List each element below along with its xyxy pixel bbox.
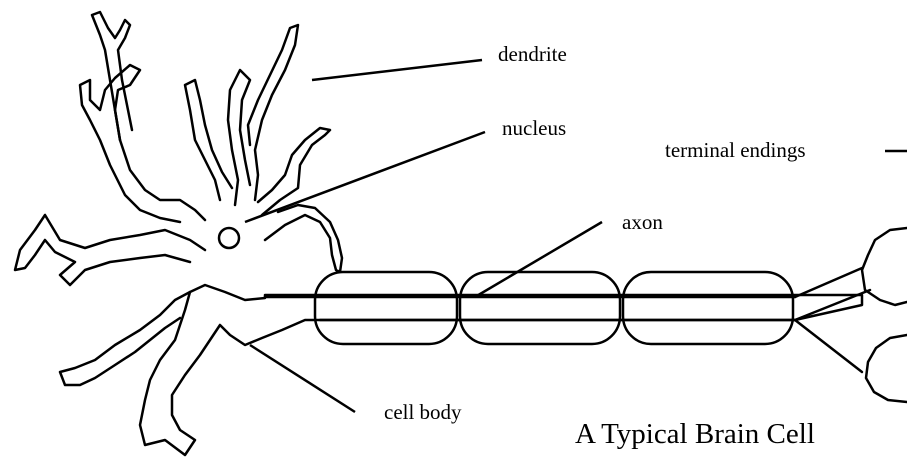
dendrite-far-right [265,205,342,272]
myelin-segment-1 [315,272,457,344]
dendrite-leader [312,60,482,80]
terminal-endings-label: terminal endings [665,138,806,163]
dendrite-top-left [92,12,132,140]
axon-leader [475,222,602,297]
cell-body-label: cell body [384,400,462,425]
terminal-branch [795,268,870,372]
dendrite-label: dendrite [498,42,567,67]
dendrite-left [15,215,205,285]
myelin-segment-3 [623,272,793,344]
myelin-segment-2 [460,272,620,344]
nucleus-leader [245,132,485,222]
diagram-caption: A Typical Brain Cell [575,418,815,451]
axon-label: axon [622,210,663,235]
terminal-ending-upper [862,228,907,305]
dendrite-right [258,128,330,215]
dendrite-top-middle [185,80,232,200]
dendrite-left-lower [60,292,190,385]
dendrite-top-right-2 [248,25,298,200]
nucleus-label: nucleus [502,116,566,141]
cell-body-leader [250,345,355,412]
terminal-ending-lower [866,335,907,402]
nucleus-circle [219,228,239,248]
